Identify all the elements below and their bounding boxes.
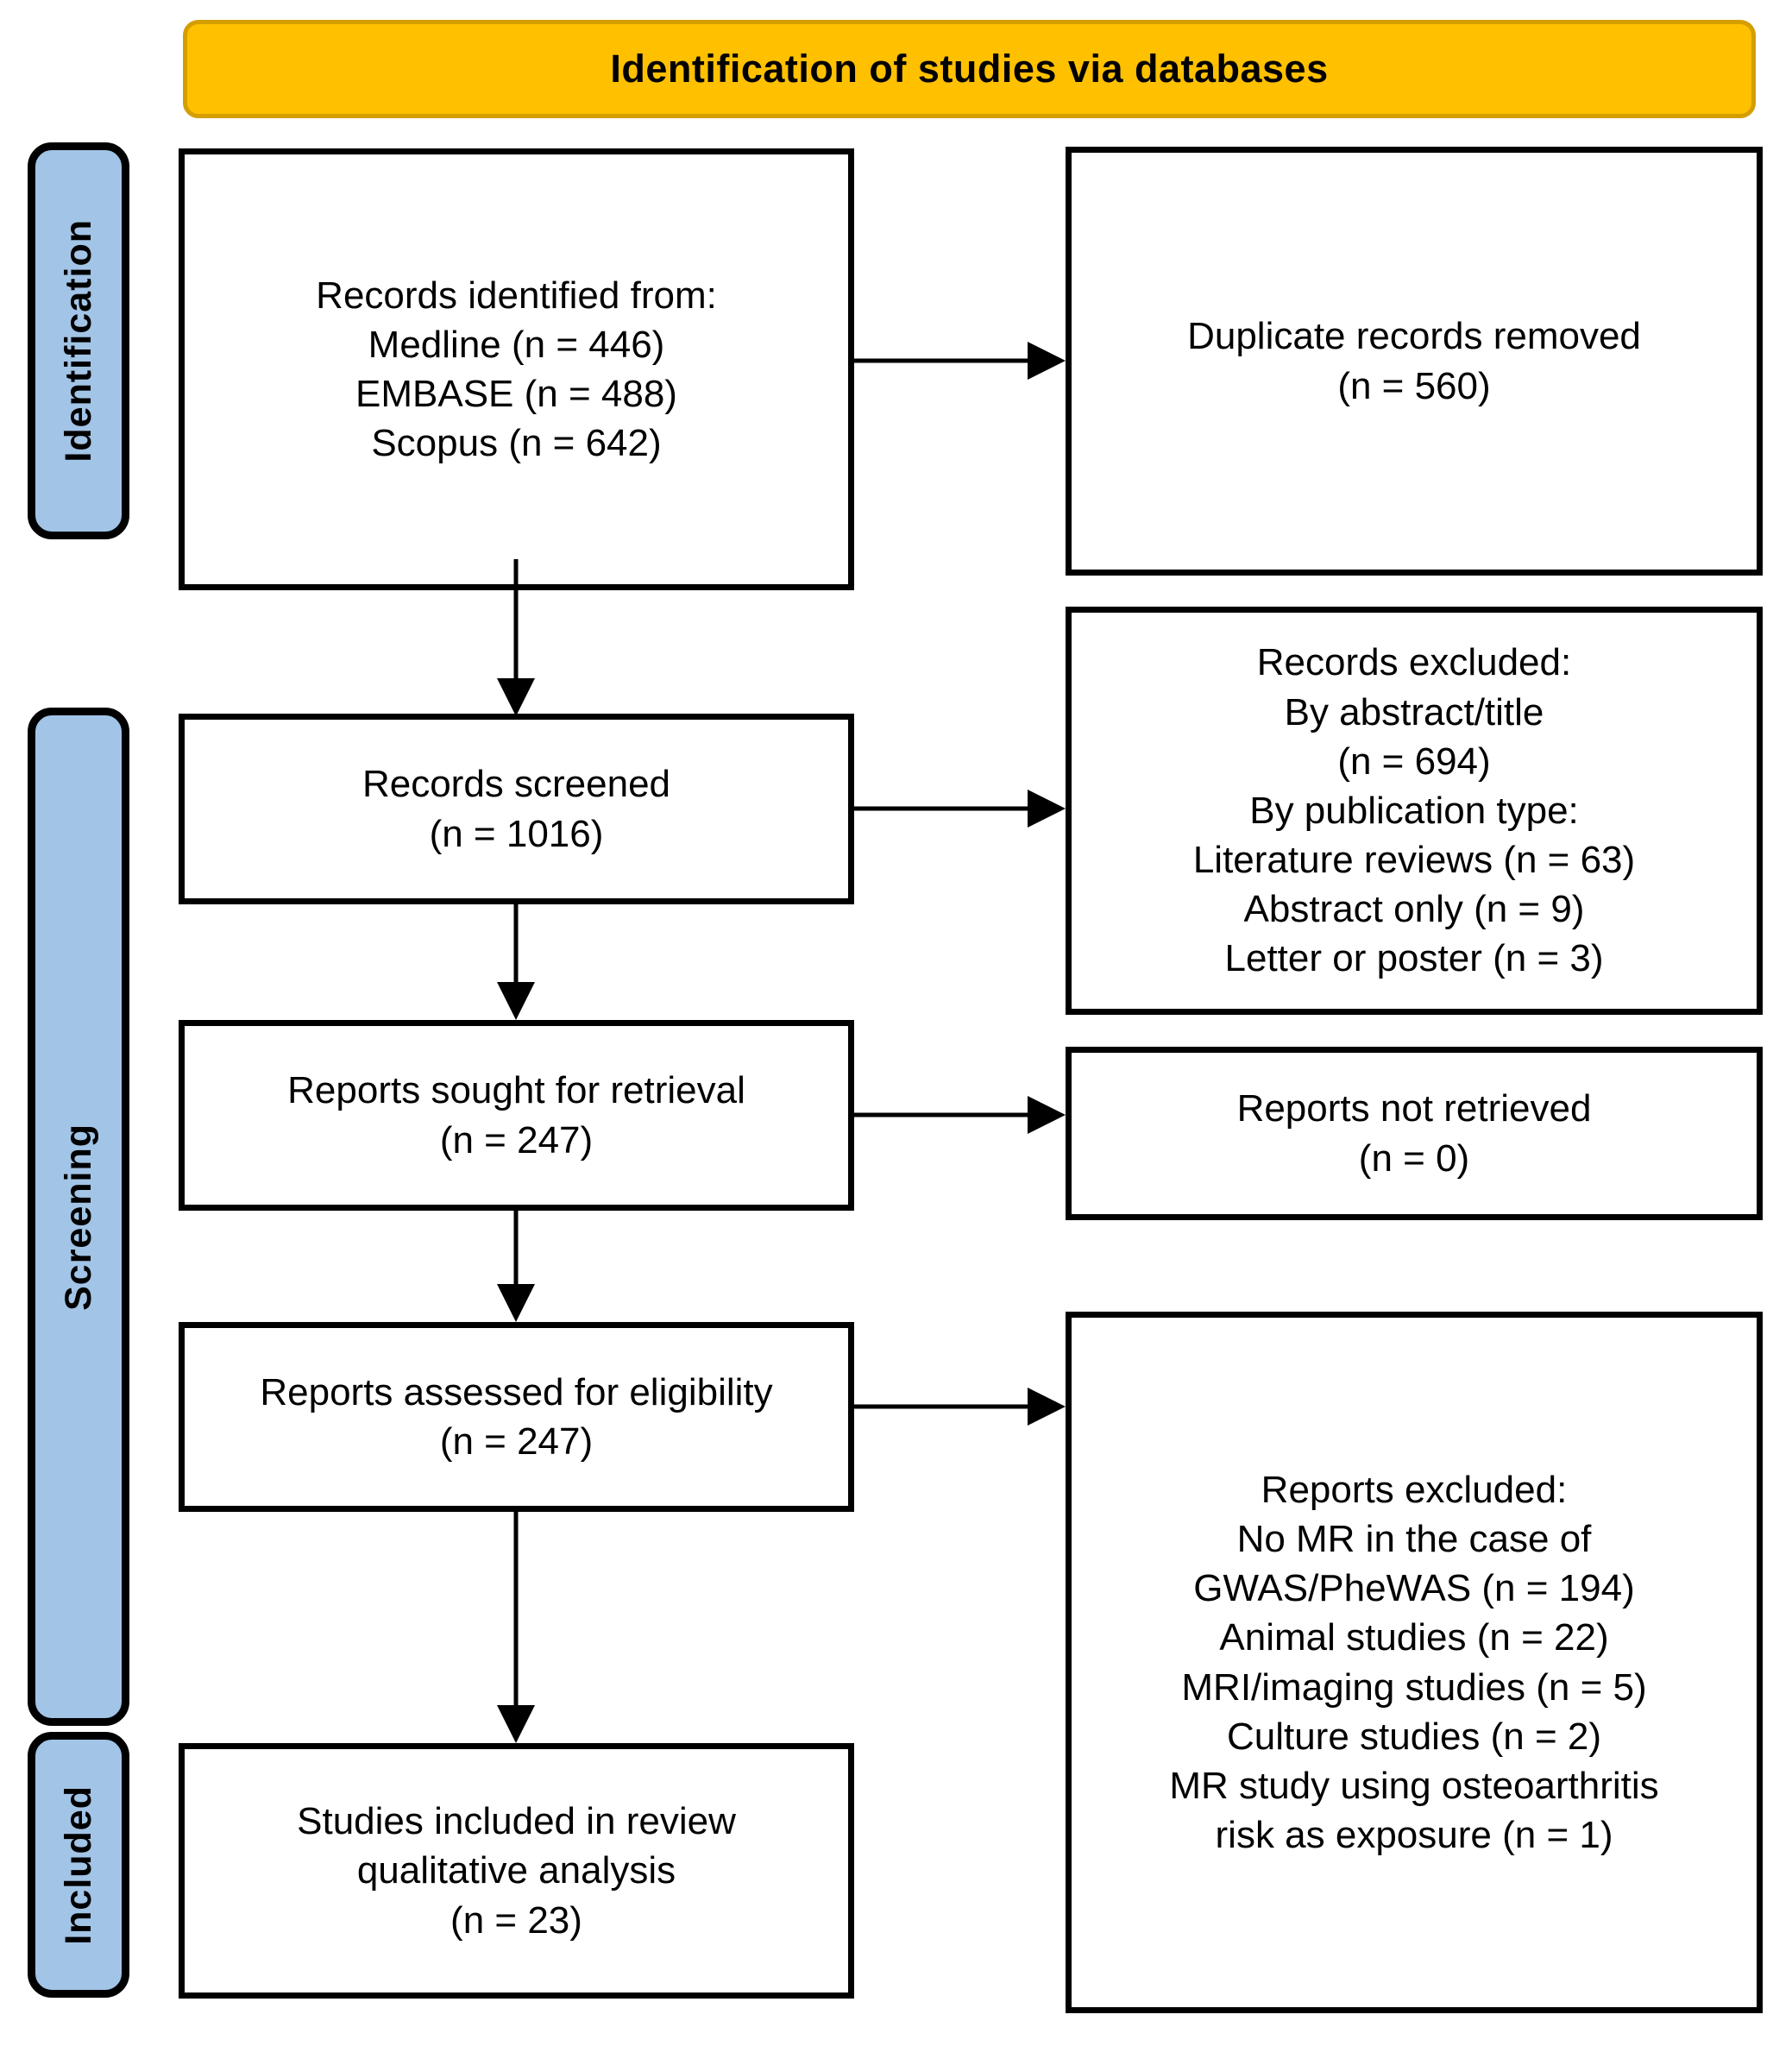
box-reports-not-retrieved: Reports not retrieved (n = 0) [1066, 1047, 1763, 1220]
arrow-sought-to-assessed [497, 1211, 535, 1322]
box-studies-included: Studies included in review qualitative a… [179, 1743, 854, 1999]
box-reports-assessed: Reports assessed for eligibility (n = 24… [179, 1322, 854, 1512]
stage-label-identification: Identification [57, 219, 99, 463]
stage-bar-screening: Screening [28, 708, 129, 1726]
box-records-identified: Records identified from: Medline (n = 44… [179, 148, 854, 590]
stage-label-included: Included [57, 1785, 99, 1945]
title-banner: Identification of studies via databases [183, 20, 1756, 118]
box-records-screened: Records screened (n = 1016) [179, 714, 854, 904]
box-duplicate-records-removed: Duplicate records removed (n = 560) [1066, 147, 1763, 576]
arrow-screened-to-excluded [854, 790, 1066, 828]
stage-label-screening: Screening [57, 1123, 99, 1311]
arrow-assessed-to-reports-excluded [854, 1388, 1066, 1426]
arrow-assessed-to-included [497, 1512, 535, 1743]
stage-bar-included: Included [28, 1732, 129, 1998]
arrow-sought-to-notretrieved [854, 1096, 1066, 1134]
box-reports-excluded: Reports excluded: No MR in the case of G… [1066, 1312, 1763, 2013]
stage-bar-identification: Identification [28, 142, 129, 539]
box-records-excluded: Records excluded: By abstract/title (n =… [1066, 607, 1763, 1015]
arrow-screened-to-sought [497, 904, 535, 1020]
box-reports-sought: Reports sought for retrieval (n = 247) [179, 1020, 854, 1211]
arrow-identified-to-duplicates [854, 342, 1066, 380]
